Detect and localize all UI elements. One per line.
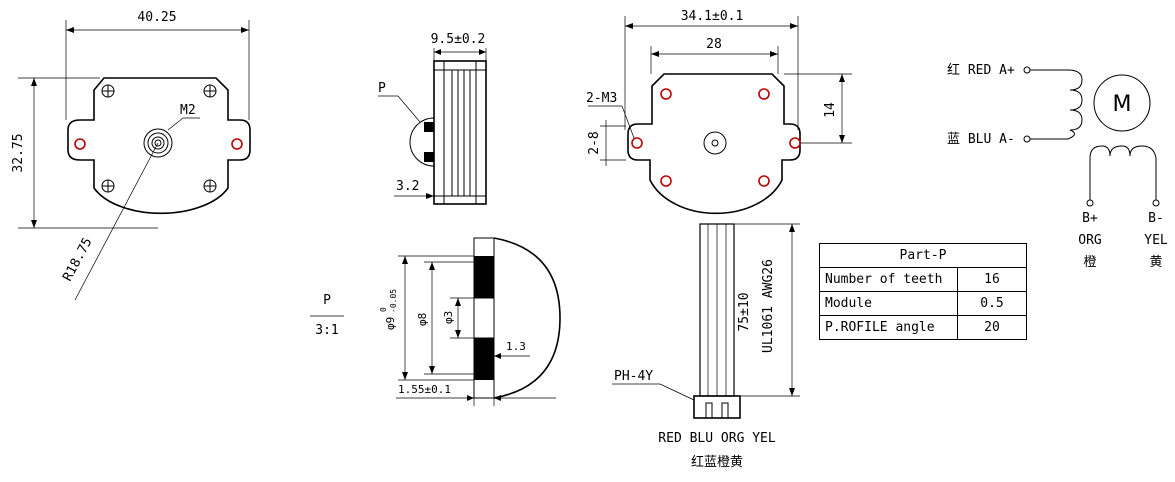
cable-spec-label: UL1061 AWG26: [761, 259, 776, 353]
back-hole: [758, 175, 770, 187]
table-row: P.ROFILE angle 20: [819, 315, 1027, 340]
mount-hole-right: [231, 138, 243, 150]
table-cell-label: P.ROFILE angle: [819, 315, 958, 340]
back-hole: [789, 137, 801, 149]
hole-label: 2-M3: [586, 91, 617, 106]
height-dim-label: 32.75: [11, 133, 26, 172]
detail-scale: 3:1: [315, 323, 338, 338]
dia-outer-tol-upper: 0: [379, 307, 388, 312]
back-hole: [660, 175, 672, 187]
hole-spacing-label: 28: [706, 37, 722, 52]
part-p-table: Part-P Number of teeth 16 Module 0.5 P.R…: [819, 243, 1027, 340]
mount-hole-left: [74, 138, 86, 150]
radius-label: R18.75: [60, 235, 95, 284]
table-cell-label: Number of teeth: [819, 267, 958, 292]
dia-outer-tol-lower: -0.05: [389, 289, 398, 313]
thread-label: M2: [180, 103, 196, 118]
dia-middle-label: φ8: [416, 313, 429, 326]
a-minus-label: 蓝 BLU A-: [947, 132, 1015, 147]
dia-inner-label: φ3: [442, 311, 455, 324]
table-cell-value: 16: [957, 267, 1027, 292]
table-cell-label: Module: [819, 291, 958, 316]
screw-icon: [101, 84, 217, 193]
back-hole: [631, 137, 643, 149]
back-hole: [758, 88, 770, 100]
detail-label: P: [323, 293, 331, 308]
wire-colors-en: RED BLU ORG YEL: [658, 431, 776, 446]
side-view: 9.5±0.2 P 3.2: [378, 32, 487, 205]
width-dim-label: 40.25: [137, 10, 176, 25]
table-row: Number of teeth 16: [819, 267, 1027, 292]
cable: [699, 223, 735, 397]
b-plus-label: B+: [1082, 211, 1098, 226]
side-width-label: 9.5±0.2: [431, 32, 486, 47]
shaft-dim-label: 3.2: [396, 179, 419, 194]
table-cell-value: 20: [957, 315, 1027, 340]
table-row: Module 0.5: [819, 291, 1027, 316]
b-minus-cn: 黄: [1149, 255, 1162, 270]
back-width-label: 34.1±0.1: [681, 9, 744, 24]
table-cell-value: 0.5: [957, 291, 1027, 316]
cable-length-label: 75±10: [737, 292, 752, 331]
part-p-label: P: [378, 81, 386, 96]
detail-view: P 3:1 φ9 0 -0.05 φ8 φ3 1.3: [310, 237, 561, 406]
connector-label: PH-4Y: [614, 369, 653, 384]
thickness-dim-label: 1.55±0.1: [398, 383, 451, 396]
wiring-diagram: 红 RED A+ 蓝 BLU A- M B+ ORG 橙 B- YEL 黄: [947, 62, 1168, 270]
motor-symbol: M: [1113, 92, 1132, 117]
front-view: 40.25 32.75 M2 R18.75: [11, 10, 251, 301]
back-view: 34.1±0.1 28 14 2-8 2-M3: [586, 9, 852, 470]
back-hole: [660, 88, 672, 100]
motor-icon: [1093, 74, 1151, 132]
b-minus-label: B-: [1148, 211, 1164, 226]
back-height-label: 14: [823, 102, 838, 118]
a-plus-label: 红 RED A+: [947, 62, 1015, 78]
b-plus-cn: 橙: [1083, 255, 1096, 270]
dia-outer-label: φ9: [384, 317, 397, 330]
b-minus-color: YEL: [1144, 233, 1168, 248]
connector: [693, 395, 741, 419]
step-dim-label: 1.3: [506, 340, 526, 353]
b-plus-color: ORG: [1078, 233, 1102, 248]
table-title: Part-P: [819, 243, 1027, 268]
offset-dim-label: 2-8: [587, 131, 602, 154]
wire-colors-cn: 红蓝橙黄: [691, 454, 743, 470]
